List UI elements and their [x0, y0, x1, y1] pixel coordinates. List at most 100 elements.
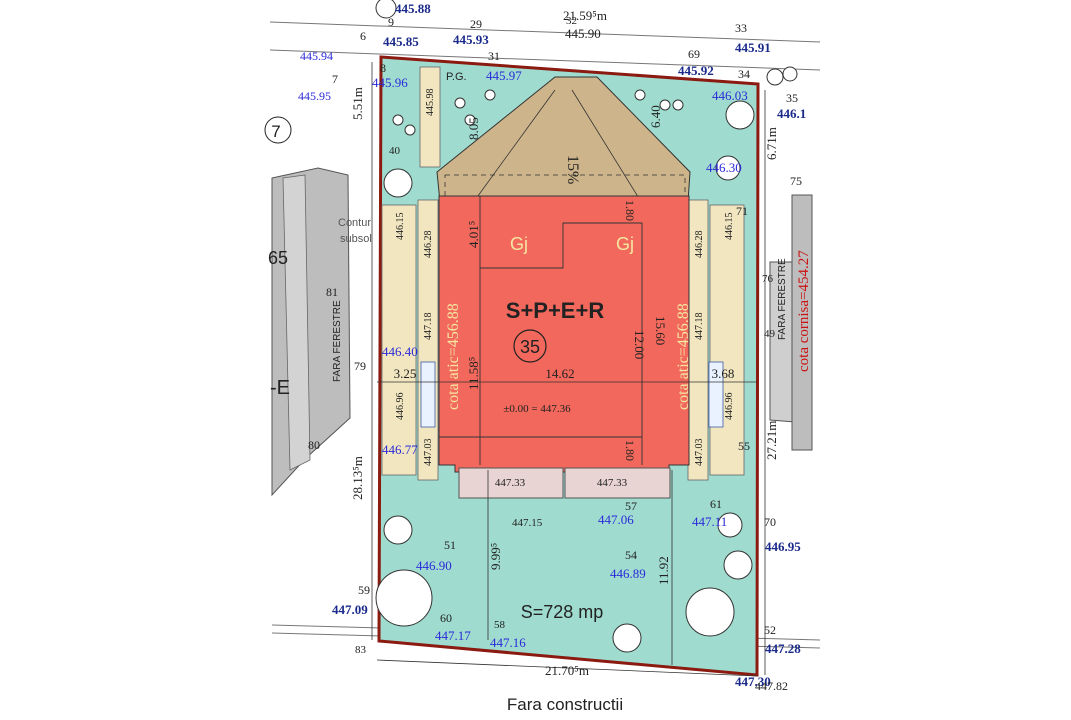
- point-number: 32: [566, 15, 577, 27]
- roof-slope: 15%: [564, 155, 581, 184]
- point-number: 34: [738, 67, 750, 81]
- dim-top-offset-b: 1.80: [623, 200, 637, 221]
- strip-label: 446.96: [395, 393, 406, 421]
- strip-label: 447.18: [423, 313, 434, 341]
- elev-blue: 446.90: [416, 558, 452, 573]
- contour-label-1: Contur: [338, 217, 371, 229]
- point-number: 55: [738, 439, 750, 453]
- point-number: 60: [440, 611, 452, 625]
- dim-right-setback: 3.68: [712, 366, 735, 381]
- elev-blue: 445.91: [735, 40, 771, 55]
- elev-blue: 447.30: [735, 674, 771, 689]
- point-number: 40: [389, 145, 401, 157]
- elev-dark: 447.15: [512, 517, 543, 529]
- elev-blue: 446.03: [712, 88, 748, 103]
- strip-label: 445.98: [425, 89, 436, 117]
- elev-blue: 446.77: [382, 442, 418, 457]
- elev-blue: 447.28: [765, 641, 801, 656]
- elev-blue: 445.96: [372, 75, 408, 90]
- left-neighbor: [271, 167, 351, 497]
- elev-dark: 447.82: [755, 679, 788, 693]
- point-number: 69: [688, 47, 700, 61]
- elev-blue: 446.1: [777, 106, 806, 121]
- terrace-right: 447.33: [597, 477, 628, 489]
- point-number: 6: [360, 29, 366, 43]
- point-number: 49: [764, 328, 776, 340]
- dim-width: 14.62: [545, 366, 574, 381]
- bottom-label: Fara constructii: [507, 695, 623, 714]
- neighbor-left-fara: FARA FERESTRE: [332, 300, 343, 382]
- dimension-lines: [371, 62, 766, 677]
- elev-blue: 447.11: [692, 514, 727, 529]
- elev-blue: 447.16: [490, 635, 526, 650]
- point-number: 54: [625, 548, 637, 562]
- attic-right: cota atic=456.88: [675, 303, 692, 410]
- elev-blue: 447.17: [435, 628, 471, 643]
- elev-blue: 447.09: [332, 602, 368, 617]
- gj-right: Gj: [616, 234, 634, 254]
- elev-blue: 446.40: [382, 344, 418, 359]
- dim-left-depth: 11.58⁵: [466, 357, 481, 390]
- zero-level: ±0.00 = 447.36: [503, 403, 571, 415]
- strip-label: 446.28: [423, 231, 434, 259]
- strip-label: 446.15: [395, 213, 406, 241]
- strip-label: 446.28: [694, 231, 705, 259]
- dim-right-side: 27.21m: [764, 421, 779, 460]
- right-neighbor: [769, 194, 813, 451]
- elev-dark: 445.90: [565, 26, 601, 41]
- dim-height: 12.00: [632, 330, 647, 359]
- point-number: 79: [354, 359, 366, 373]
- point-number: 58: [494, 619, 506, 631]
- point-number: 29: [470, 17, 482, 31]
- dim-front-yard: 9.99⁵: [488, 543, 503, 570]
- point-number: 31: [488, 49, 500, 63]
- elev-blue: 446.30: [706, 160, 742, 175]
- elev-blue: 445.94: [300, 49, 333, 63]
- cota-cornisa: cota cornisa=454.27: [796, 250, 812, 372]
- dim-height-total: 15.60: [653, 316, 668, 345]
- elev-blue: 445.92: [678, 63, 714, 78]
- point-number: 9: [388, 15, 394, 29]
- strip-label: 447.03: [423, 439, 434, 467]
- point-number: 59: [358, 583, 370, 597]
- elev-blue: 445.88: [395, 1, 431, 16]
- point-number: 61: [710, 497, 722, 511]
- stairs: [420, 361, 724, 428]
- pg-label: P.G.: [446, 71, 467, 83]
- strip-label: 447.03: [694, 439, 705, 467]
- point-number: 81: [326, 285, 338, 299]
- elev-blue: 446.95: [765, 539, 801, 554]
- elev-blue: 445.97: [486, 68, 522, 83]
- dim-right-top: 6.71m: [764, 127, 779, 160]
- point-number: 52: [764, 623, 776, 637]
- dim-left-top: 5.51m: [350, 87, 365, 120]
- point-number: 71: [736, 204, 748, 218]
- elev-blue: 447.06: [598, 512, 634, 527]
- point-number: 83: [355, 644, 367, 656]
- lot-number-circle: [513, 329, 547, 363]
- point-number: 70: [764, 515, 776, 529]
- dim-bottom-width: 21.70⁵m: [545, 663, 589, 678]
- terrace: [458, 467, 671, 499]
- elev-blue: 445.85: [383, 34, 419, 49]
- point-number: 7: [332, 72, 338, 86]
- point-number: 76: [762, 273, 774, 285]
- trees: [375, 0, 798, 653]
- dim-top-right-roof: 6.40: [648, 105, 663, 128]
- building-regime: S+P+E+R: [506, 298, 605, 323]
- lot-number: 35: [520, 337, 540, 357]
- dim-left-side: 28.13⁵m: [350, 456, 365, 500]
- neighbor-right-fara: FARA FERESTRE: [777, 258, 788, 340]
- dim-bottom-offset: 1.80: [623, 440, 637, 461]
- point-number: 33: [735, 21, 747, 35]
- point-number: 51: [444, 538, 456, 552]
- dim-left-setback: 3.25: [394, 366, 417, 381]
- strip-label: 447.18: [694, 313, 705, 341]
- point-number: 80: [308, 438, 320, 452]
- attic-left: cota atic=456.88: [445, 303, 462, 410]
- elev-blue: 445.95: [298, 89, 331, 103]
- left-neighbor-circle-num: 7: [271, 122, 280, 141]
- point-number: 57: [625, 499, 637, 513]
- gj-left: Gj: [510, 234, 528, 254]
- elev-blue: 445.93: [453, 32, 489, 47]
